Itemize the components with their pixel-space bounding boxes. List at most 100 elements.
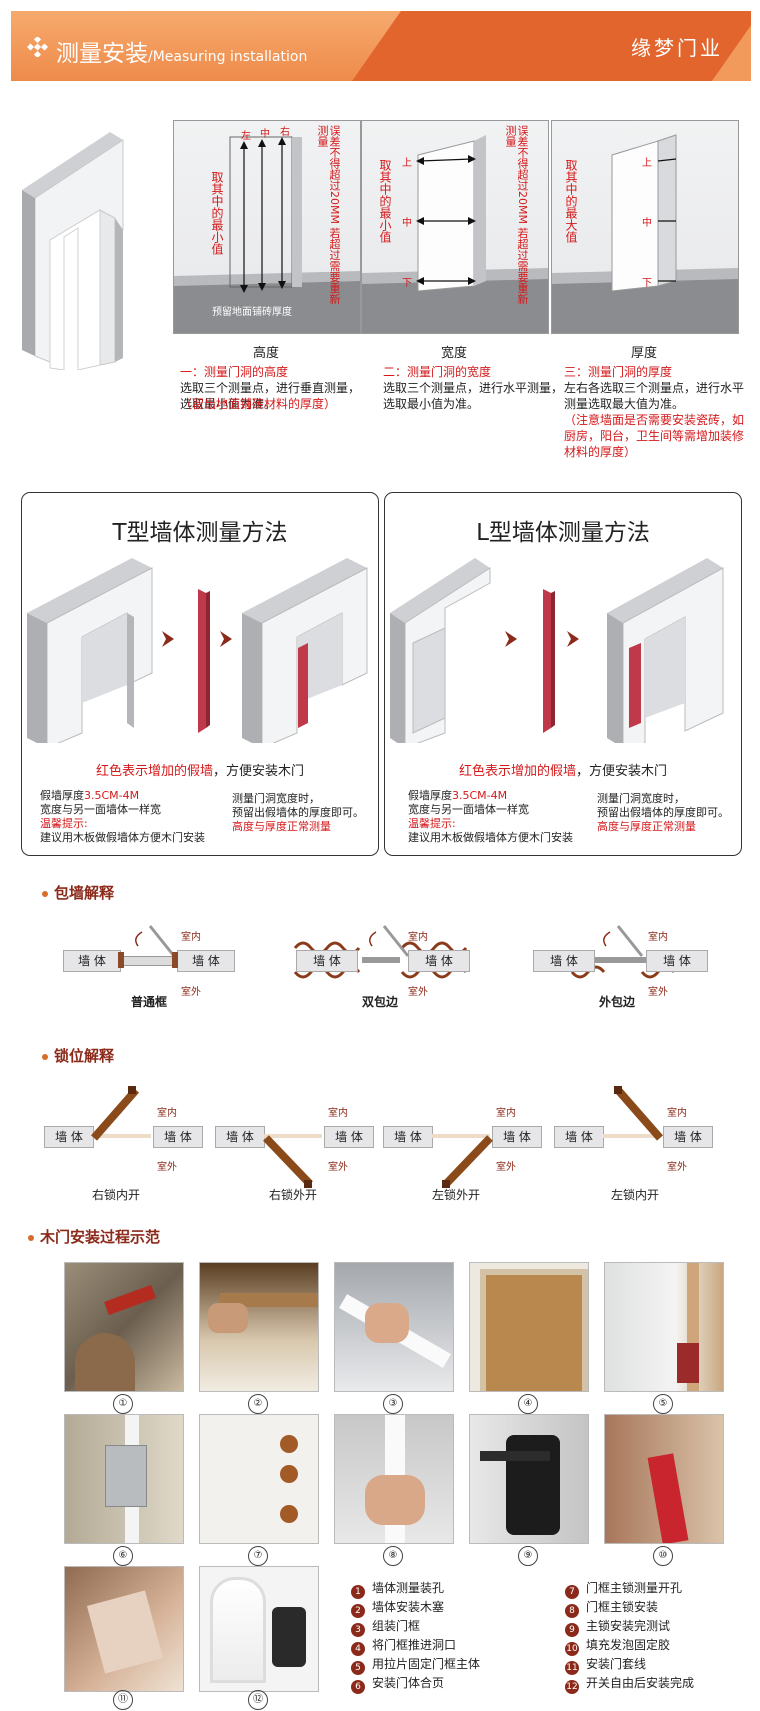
lock-caption: 右锁外开 (268, 1188, 317, 1202)
install-photo-11 (64, 1566, 184, 1692)
bullet-icon (42, 1053, 48, 1060)
wall-block: 墙 体 (44, 1126, 94, 1148)
step-number: ⑪ (113, 1690, 133, 1710)
install-section-title: 木门安装过程示范 (28, 1226, 160, 1247)
wrap-section-title: 包墙解释 (42, 882, 114, 903)
wall-block: 墙 体 (492, 1126, 542, 1148)
install-photo-12 (199, 1566, 319, 1692)
install-photo-7 (199, 1414, 319, 1544)
wall-block: 墙 体 (324, 1126, 374, 1148)
door-leaf-icon (442, 1135, 493, 1188)
width-panel: 上 中 下 取其中的最小值 误差不得超过20MM 若超过需要重新测量 (361, 120, 549, 334)
install-photo-2 (199, 1262, 319, 1392)
width-mark-bottom: 下 (402, 278, 412, 289)
floor-tile-note: 预留地面铺砖厚度 (212, 307, 292, 318)
install-photo-9 (469, 1414, 589, 1544)
bullet-icon (42, 890, 48, 897)
l-wall-info-right: 测量门洞宽度时， 预留出假墙体的厚度即可。 高度与厚度正常测量 (597, 792, 729, 833)
l-wall-red-note: 红色表示增加的假墙，方便安装木门 (458, 764, 668, 779)
door-frame-illustration (22, 132, 124, 370)
step-number: ⑤ (653, 1394, 673, 1414)
width-label: 宽度 (440, 346, 467, 361)
install-photo-8 (334, 1414, 454, 1544)
wrap-caption: 普通框 (130, 995, 167, 1009)
lock-caption: 左锁内开 (610, 1188, 659, 1202)
t-wall-info-right: 测量门洞宽度时， 预留出假墙体的厚度即可。 高度与厚度正常测量 (232, 792, 364, 833)
step-number: ⑦ (248, 1546, 268, 1566)
wrap-caption: 双包边 (361, 995, 398, 1009)
door-leaf-icon (614, 1086, 664, 1141)
door-swing-icon (369, 925, 410, 957)
t-wall-info-left: 假墙厚度3.5CM-4M 宽度与另一面墙体一样宽 温馨提示: 建议用木板做假墙体… (40, 789, 205, 844)
height-mark-right: 右 (280, 127, 290, 138)
wall-block: 墙 体 (554, 1126, 604, 1148)
step-number: ⑨ (518, 1546, 538, 1566)
diamond-cluster-icon (27, 37, 49, 57)
thickness-description: 三：测量门洞的厚度 左右各选取三个测量点，进行水平测量选取最大值为准。 （注意墙… (564, 365, 745, 459)
width-mark-middle: 中 (402, 218, 412, 229)
wall-block: 墙 体 (296, 950, 358, 972)
step-number: ⑫ (248, 1690, 268, 1710)
wall-block: 墙 体 (663, 1126, 713, 1148)
l-wall-box: L型墙体测量方法 红色表示增加的假墙，方便安装木门 假墙厚度3.5CM-4M 宽… (384, 492, 742, 856)
l-wall-title: L型墙体测量方法 (476, 520, 650, 546)
height-mark-left: 左 (241, 131, 251, 142)
height-error-note: 误差不得超过20MM 若超过需要重新测量 (316, 125, 341, 305)
install-photo-6 (64, 1414, 184, 1544)
door-swing-icon (135, 925, 176, 957)
thickness-side-text: 取其中的最大值 (564, 159, 578, 243)
width-mark-top: 上 (402, 158, 412, 169)
lock-section-title: 锁位解释 (42, 1045, 114, 1066)
wall-block: 墙 体 (153, 1126, 203, 1148)
thickness-mark-bottom: 下 (642, 278, 652, 289)
step-number: ① (113, 1394, 133, 1414)
width-error-note: 误差不得超过20MM 若超过需要重新测量 (504, 125, 529, 305)
height-side-text: 取其中的最小值 (210, 171, 224, 255)
thickness-mark-top: 上 (642, 158, 652, 169)
install-photo-3 (334, 1262, 454, 1392)
page-title: 测量安装/Measuring installation (56, 41, 308, 67)
height-mark-middle: 中 (260, 129, 270, 140)
wrap-caption: 外包边 (598, 995, 635, 1009)
l-wall-info-left: 假墙厚度3.5CM-4M 宽度与另一面墙体一样宽 温馨提示: 建议用木板做假墙体… (408, 789, 573, 844)
l-wall-diagram (390, 558, 724, 743)
wall-block: 墙 体 (408, 950, 470, 972)
install-photo-1 (64, 1262, 184, 1392)
wall-block: 墙 体 (63, 950, 121, 972)
install-photo-4 (469, 1262, 589, 1392)
header-banner: 测量安装/Measuring installation 缘梦门业 (11, 11, 751, 81)
wall-block: 墙 体 (215, 1126, 265, 1148)
brand-name: 缘梦门业 (631, 36, 723, 60)
step-number: ⑧ (383, 1546, 403, 1566)
door-leaf-icon (90, 1086, 140, 1141)
height-panel: 左 中 右 取其中的最小值 误差不得超过20MM 若超过需要重新测量 预留地面铺… (173, 120, 361, 334)
lock-caption: 右锁内开 (91, 1188, 140, 1202)
thickness-label: 厚度 (630, 346, 657, 361)
height-description: 一：测量门洞的高度 选取三个测量点，进行垂直测量，选取最小值为准。 （留出地面铺… (180, 365, 361, 411)
wall-block: 墙 体 (646, 950, 708, 972)
door-leaf-icon (263, 1135, 313, 1188)
wall-block: 墙 体 (533, 950, 595, 972)
lock-caption: 左锁外开 (431, 1188, 480, 1202)
step-number: ④ (518, 1394, 538, 1414)
height-label: 高度 (252, 346, 279, 361)
door-swing-icon (603, 925, 644, 957)
bullet-icon (28, 1234, 34, 1241)
thickness-panel: 上 中 下 取其中的最大值 (551, 120, 739, 334)
width-description: 二：测量门洞的宽度 选取三个测量点，进行水平测量，选取最小值为准。 (383, 365, 564, 411)
wall-block: 墙 体 (383, 1126, 433, 1148)
wall-block: 墙 体 (177, 950, 235, 972)
t-wall-title: T型墙体测量方法 (112, 520, 288, 546)
t-wall-box: T型墙体测量方法 红色表示增加的假墙，方便安装木门 假墙厚度3.5CM-4M 宽… (21, 492, 379, 856)
